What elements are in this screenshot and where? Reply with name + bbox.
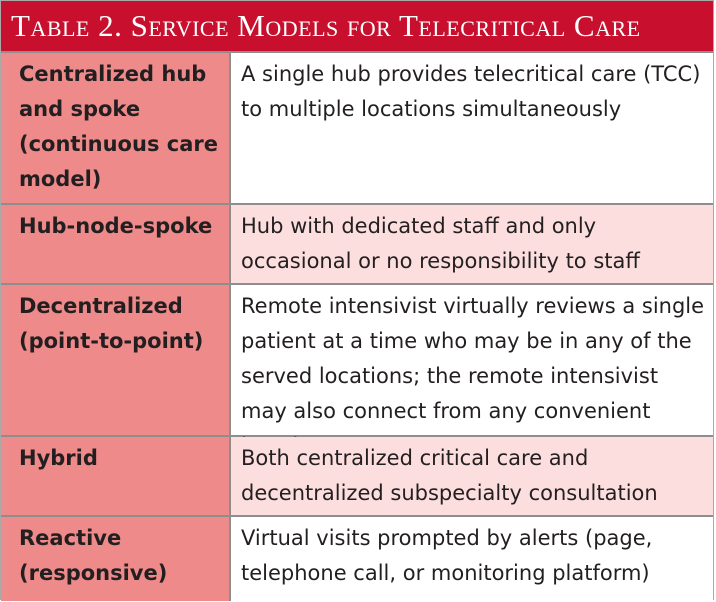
model-name-cell: Reactive (responsive) [1, 517, 231, 601]
model-name-cell: Decentralized (point-to-point) [1, 285, 231, 435]
table-body: Centralized hub and spoke (continuous ca… [1, 53, 713, 601]
table-row: Hub-node-spoke Hub with dedicated staff … [1, 205, 713, 308]
model-description-cell: Hub with dedicated staff and only occasi… [231, 205, 713, 308]
model-name-cell: Centralized hub and spoke (continuous ca… [1, 53, 231, 203]
table-row: Centralized hub and spoke (continuous ca… [1, 53, 713, 205]
table-row: Reactive (responsive) Virtual visits pro… [1, 517, 713, 601]
model-description-cell: Both centralized critical care and decen… [231, 437, 713, 515]
model-name-cell: Hub-node-spoke [1, 205, 231, 283]
table-row: Decentralized (point-to-point) Remote in… [1, 285, 713, 458]
model-description-cell: A single hub provides telecritical care … [231, 53, 713, 203]
model-description-cell: Remote intensivist virtually reviews a s… [231, 285, 713, 458]
table-row: Hybrid Both centralized critical care an… [1, 437, 713, 517]
model-description-cell: Virtual visits prompted by alerts (page,… [231, 517, 713, 601]
model-name-cell: Hybrid [1, 437, 231, 515]
table-title: Table 2. Service Models for Telecritical… [1, 1, 713, 53]
